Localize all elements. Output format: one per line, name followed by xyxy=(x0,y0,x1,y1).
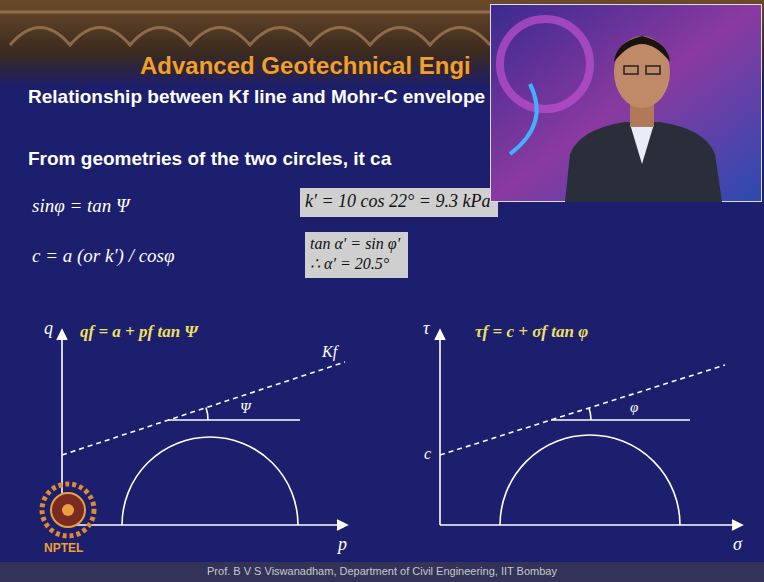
angle-label: φ xyxy=(630,399,638,416)
equation: qf = a + pf tan Ψ xyxy=(80,322,198,342)
slide-text: From geometries of the two circles, it c… xyxy=(28,148,391,170)
equation-line: tan α′ = sin φ′ xyxy=(310,234,403,254)
speaker-video xyxy=(490,4,762,202)
bridge-arches xyxy=(0,12,490,45)
axis-label: c xyxy=(424,445,431,463)
equation-line: k′ = 10 cos 22° = 9.3 kPa xyxy=(305,190,493,213)
left-plot xyxy=(57,330,347,530)
line-label: Kf xyxy=(322,343,337,361)
equation: c = a (or k′) / cosφ xyxy=(32,245,175,267)
banner-title: Advanced Geotechnical Engi xyxy=(140,52,471,80)
axis-label: q xyxy=(44,318,53,339)
highlight-box: k′ = 10 cos 22° = 9.3 kPa xyxy=(300,188,498,217)
footer-bar xyxy=(0,562,764,582)
footer-caption: Prof. B V S Viswanadham, Department of C… xyxy=(0,565,764,578)
equation: sinφ = tan Ψ xyxy=(32,195,129,217)
equation: τf = c + σf tan φ xyxy=(475,322,588,342)
logo-text: NPTEL xyxy=(44,542,83,556)
axis-label: τ xyxy=(423,318,429,339)
highlight-box: tan α′ = sin φ′∴ α′ = 20.5° xyxy=(305,232,408,278)
right-plot xyxy=(435,330,742,530)
axis-label: p xyxy=(338,534,347,555)
axis-label: σ xyxy=(733,534,742,555)
angle-label: Ψ xyxy=(240,400,251,417)
slide-title: Relationship between Kf line and Mohr-C … xyxy=(28,82,488,111)
nptel-logo xyxy=(42,484,94,536)
equation-line: ∴ α′ = 20.5° xyxy=(310,254,403,274)
